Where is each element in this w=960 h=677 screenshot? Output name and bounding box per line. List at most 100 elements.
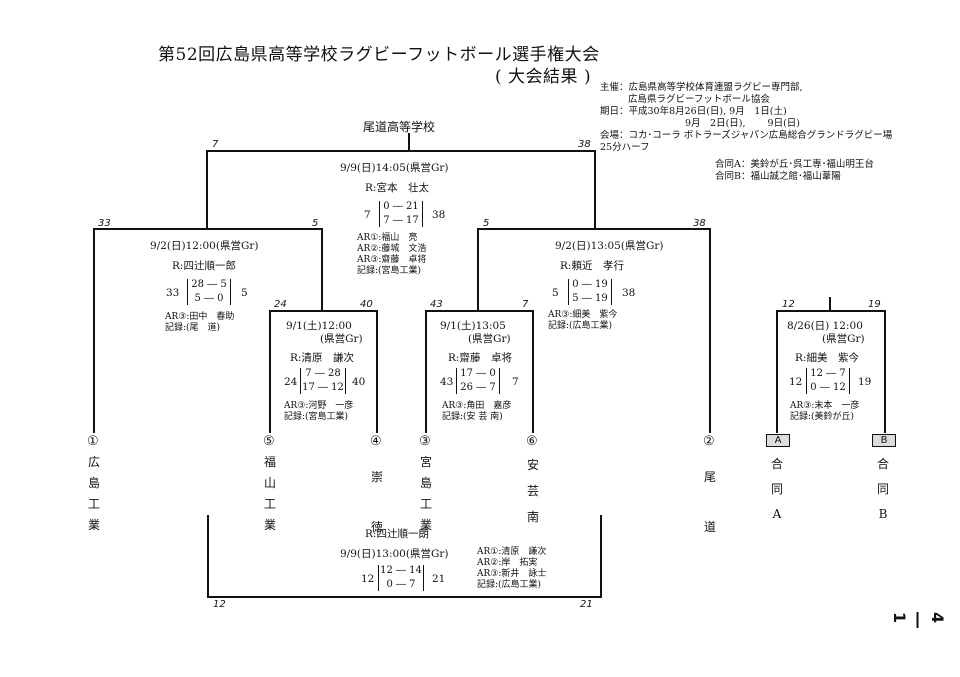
third-ar1: AR①:清原 謙次 — [477, 547, 547, 557]
bracket-line — [829, 297, 831, 310]
bracket-line — [321, 228, 323, 310]
bracket-line — [884, 310, 886, 433]
joint-total-right: 19 — [858, 376, 872, 388]
bracket-line — [207, 596, 602, 598]
third-record: 記録:(広島工業) — [477, 580, 542, 590]
third-first-half: 12 ― 14 — [380, 565, 422, 576]
joint-venue: (県営Gr) — [822, 333, 865, 345]
qf1-venue: (県営Gr) — [320, 333, 363, 345]
team-seed: ④ — [370, 434, 382, 449]
bracket-line — [408, 133, 410, 150]
final-total-right: 38 — [432, 209, 446, 221]
qf2-record: 記録:(安 芸 南) — [442, 412, 503, 422]
qf1-total-right: 40 — [352, 376, 366, 388]
joint-second-half: 0 ― 12 — [810, 382, 846, 393]
joint-total-left: 12 — [789, 376, 803, 388]
qf2-left-score: 43 — [430, 299, 443, 310]
final-ar3: AR③:齋藤 卓将 — [357, 255, 427, 265]
semi2-total-left: 5 — [552, 287, 559, 299]
joint-record: 記録:(美鈴が丘) — [790, 412, 855, 422]
team-name: 安芸南 — [526, 458, 539, 524]
final-datetime: 9/9(日)14:05(県営Gr) — [340, 162, 449, 174]
third-datetime: 9/9(日)13:00(県営Gr) — [340, 548, 449, 560]
qf2-referee: R:齋藤 卓将 — [448, 352, 512, 364]
team-seed-box: B — [872, 434, 896, 447]
team-seed: ① — [87, 434, 99, 449]
semi1-total-left: 33 — [166, 287, 180, 299]
qf2-second-half: 26 ― 7 — [460, 382, 496, 393]
semi2-left-score: 5 — [483, 218, 490, 229]
page-number: 4 ― 1 — [890, 612, 947, 628]
team-name: 宮島工業 — [419, 455, 432, 532]
bracket-line — [207, 515, 209, 598]
third-second-half: 0 ― 7 — [386, 579, 416, 590]
team-name: 広島工業 — [87, 455, 100, 532]
final-first-half: 0 ― 21 — [383, 201, 419, 212]
bracket-line — [269, 310, 378, 312]
semi1-half-scores: 28 ― 5 5 ― 0 — [187, 279, 231, 305]
bracket-line — [425, 310, 427, 433]
semi2-ar3: AR③:細美 紫今 — [548, 310, 618, 320]
joint-half-scores: 12 ― 7 0 ― 12 — [806, 368, 850, 394]
qf2-total-left: 43 — [440, 376, 454, 388]
bracket-line — [776, 310, 778, 433]
organizer-line2: 広島県ラグビーフットボール協会 — [628, 94, 770, 105]
team-name: 合同B — [876, 457, 889, 521]
bracket-line — [477, 228, 711, 230]
semi1-left-score: 33 — [98, 218, 111, 229]
bracket-line — [532, 310, 534, 433]
team-seed: ② — [703, 434, 715, 449]
semi1-total-right: 5 — [241, 287, 248, 299]
qf1-left-score: 24 — [274, 299, 287, 310]
final-second-half: 7 ― 17 — [383, 215, 419, 226]
semi2-second-half: 5 ― 19 — [572, 293, 608, 304]
team-name: 合同A — [770, 457, 783, 521]
bracket-line — [376, 310, 378, 433]
final-left-score: 7 — [212, 139, 219, 150]
semi2-record: 記録:(広島工業) — [548, 321, 613, 331]
semi2-datetime: 9/2(日)13:05(県営Gr) — [555, 240, 664, 252]
third-total-right: 21 — [432, 573, 446, 585]
semi1-datetime: 9/2(日)12:00(県営Gr) — [150, 240, 259, 252]
bracket-line — [93, 228, 95, 433]
final-ar1: AR①:福山 亮 — [357, 233, 418, 243]
semi1-record: 記録:(尾 道) — [165, 323, 221, 333]
semi2-half-scores: 0 ― 19 5 ― 19 — [568, 279, 612, 305]
qf1-ar3: AR③:河野 一彦 — [284, 401, 354, 411]
venue-line: 会場：コカ･コーラ ボトラーズジャパン広島総合グランドラグビー場 — [600, 130, 893, 141]
bracket-line — [269, 310, 271, 433]
bracket-line — [594, 150, 596, 228]
qf1-referee: R:清原 謙次 — [290, 352, 354, 364]
team-seed-box: A — [766, 434, 790, 447]
team-name: 福山工業 — [263, 455, 276, 532]
dates-line1: 期日：平成30年8月26日(日), 9月 1日(土) — [600, 106, 787, 117]
third-ar3: AR③:新井 詠士 — [477, 569, 547, 579]
joint-right-score: 19 — [868, 299, 881, 310]
team-name: 尾道 — [703, 470, 716, 534]
bracket-line — [776, 310, 886, 312]
final-ar2: AR②:藤城 文浩 — [357, 244, 427, 254]
team-seed: ③ — [419, 434, 431, 449]
semi1-ar3: AR③:田中 春助 — [165, 312, 235, 322]
third-total-left: 12 — [361, 573, 375, 585]
third-ar2: AR②:岸 拓実 — [477, 558, 538, 568]
joint-datetime: 8/26(日) 12:00 — [787, 320, 863, 332]
qf2-first-half: 17 ― 0 — [460, 368, 496, 379]
bracket-line — [93, 228, 323, 230]
final-total-left: 7 — [364, 209, 371, 221]
final-half-scores: 0 ― 21 7 ― 17 — [379, 201, 423, 227]
half-line: 25分ハーフ — [600, 142, 650, 153]
final-referee: R:宮本 壮太 — [365, 182, 429, 194]
third-left-score: 12 — [213, 599, 226, 610]
qf2-right-score: 7 — [522, 299, 529, 310]
bracket-line — [206, 150, 208, 228]
semi1-right-score: 5 — [312, 218, 319, 229]
semi2-total-right: 38 — [622, 287, 636, 299]
page-title: 第52回広島県高等学校ラグビーフットボール選手権大会 — [158, 45, 600, 65]
joint-a-line: 合同A：美鈴が丘･呉工専･福山明王台 — [715, 159, 874, 170]
joint-b-line: 合同B：福山誠之館･福山葦陽 — [715, 171, 841, 182]
joint-referee: R:細美 紫今 — [795, 352, 859, 364]
team-seed: ⑤ — [263, 434, 275, 449]
third-referee: R:四辻順一朗 — [365, 528, 429, 540]
joint-ar3: AR③:末本 一彦 — [790, 401, 860, 411]
